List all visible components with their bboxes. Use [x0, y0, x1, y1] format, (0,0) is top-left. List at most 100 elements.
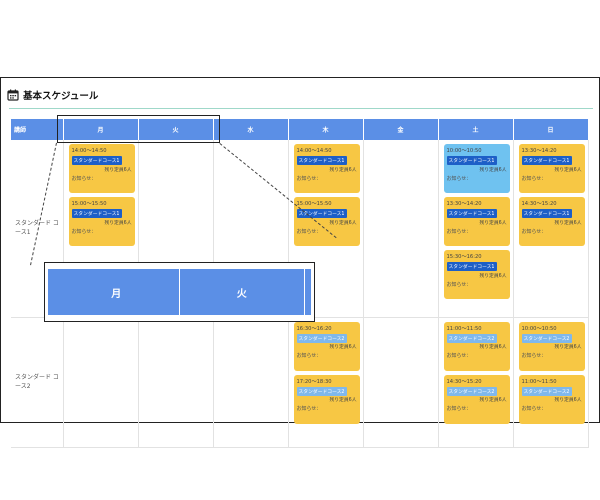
notice-label: お知らせ： [521, 406, 547, 412]
lesson-time: 13:30〜14:20 [446, 201, 482, 207]
notice-label: お知らせ： [521, 353, 547, 359]
lesson-card[interactable]: 14:00〜14:50 スタンダードコース1 残り定員6人 お知らせ： [293, 144, 360, 193]
remaining-seats: 残り定員6人 [329, 398, 357, 403]
lesson-card[interactable]: 14:30〜15:20 スタンダードコース2 残り定員6人 お知らせ： [443, 374, 510, 424]
notice-label: お知らせ： [446, 228, 472, 235]
header-wednesday: 水 [213, 119, 289, 140]
lesson-card[interactable]: 15:30〜16:20 スタンダードコース1 残り定員6人 お知らせ： [443, 250, 510, 299]
notice-label: お知らせ： [446, 353, 472, 359]
lesson-card[interactable]: 10:00〜10:50 スタンダードコース2 残り定員6人 お知らせ： [518, 321, 585, 371]
schedule-table: 講師 月 火 水 木 金 土 日 スタンダード コース1 14:00〜14:50… [11, 119, 589, 448]
course-name-2: スタンダード コース2 [11, 317, 64, 448]
remaining-seats: 残り定員6人 [479, 273, 507, 279]
cell-sun-1: 13:30〜14:20 スタンダードコース1 残り定員6人 お知らせ： 14:3… [513, 140, 589, 318]
lesson-time: 14:30〜15:20 [446, 378, 482, 385]
notice-label: お知らせ： [71, 228, 97, 235]
lesson-card[interactable]: 15:00〜15:50 スタンダードコース1 残り定員6人 お知らせ： [293, 197, 360, 246]
lesson-time: 10:00〜10:50 [446, 148, 482, 154]
remaining-seats: 残り定員6人 [479, 167, 507, 173]
remaining-seats: 残り定員6人 [329, 220, 357, 226]
cell-sat-1: 10:00〜10:50 スタンダードコース1 残り定員6人 お知らせ： 13:3… [438, 140, 514, 318]
lesson-time: 10:00〜10:50 [521, 325, 557, 332]
course-badge: スタンダードコース1 [521, 156, 572, 165]
course-badge: スタンダードコース1 [296, 156, 347, 165]
course-badge: スタンダードコース2 [446, 333, 497, 343]
zoom-tuesday: 火 [180, 269, 305, 315]
lesson-card[interactable]: 14:30〜15:20 スタンダードコース1 残り定員6人 お知らせ： [518, 197, 585, 246]
lesson-time: 15:00〜15:50 [71, 201, 107, 207]
lesson-time: 14:30〜15:20 [521, 201, 557, 207]
header-row: 講師 月 火 水 木 金 土 日 [11, 119, 589, 140]
notice-label: お知らせ： [71, 175, 97, 182]
notice-label: お知らせ： [521, 175, 547, 182]
course-row-2: スタンダード コース2 16:30〜16:20 スタンダードコース2 残り定員6… [11, 317, 589, 448]
remaining-seats: 残り定員6人 [479, 398, 507, 403]
course-badge: スタンダードコース1 [71, 156, 122, 165]
remaining-seats: 残り定員6人 [479, 220, 507, 226]
lesson-card[interactable]: 16:30〜16:20 スタンダードコース2 残り定員6人 お知らせ： [293, 321, 360, 371]
remaining-seats: 残り定員6人 [104, 167, 132, 173]
course-badge: スタンダードコース2 [296, 386, 347, 396]
cell-fri-2 [363, 317, 439, 448]
course-badge: スタンダードコース1 [446, 156, 497, 165]
cell-fri-1 [363, 140, 439, 318]
cell-sun-2: 10:00〜10:50 スタンダードコース2 残り定員6人 お知らせ： 11:0… [513, 317, 589, 448]
remaining-seats: 残り定員6人 [329, 345, 357, 350]
notice-label: お知らせ： [296, 228, 322, 235]
remaining-seats: 残り定員6人 [479, 345, 507, 350]
course-badge: スタンダードコース1 [71, 209, 122, 218]
notice-label: お知らせ： [446, 281, 472, 288]
lesson-time: 17:20〜18:30 [296, 378, 332, 385]
lesson-card[interactable]: 14:00〜14:50 スタンダードコース1 残り定員6人 お知らせ： [68, 144, 135, 193]
course-badge: スタンダードコース1 [446, 262, 497, 271]
remaining-seats: 残り定員6人 [554, 220, 582, 226]
cell-thu-2: 16:30〜16:20 スタンダードコース2 残り定員6人 お知らせ： 17:2… [288, 317, 364, 448]
remaining-seats: 残り定員6人 [329, 167, 357, 173]
course-badge: スタンダードコース1 [446, 209, 497, 218]
cell-sat-2: 11:00〜11:50 スタンダードコース2 残り定員6人 お知らせ： 14:3… [438, 317, 514, 448]
notice-label: お知らせ： [296, 353, 322, 359]
title-bar: 基本スケジュール [7, 86, 98, 104]
lesson-card[interactable]: 13:30〜14:20 スタンダードコース1 残り定員6人 お知らせ： [518, 144, 585, 193]
course-badge: スタンダードコース2 [521, 333, 572, 343]
lesson-card[interactable]: 10:00〜10:50 スタンダードコース1 残り定員6人 お知らせ： [443, 144, 510, 193]
notice-label: お知らせ： [296, 175, 322, 182]
lesson-card[interactable]: 11:00〜11:50 スタンダードコース2 残り定員6人 お知らせ： [518, 374, 585, 424]
course-badge: スタンダードコース2 [296, 333, 347, 343]
cell-thu-1: 14:00〜14:50 スタンダードコース1 残り定員6人 お知らせ： 15:0… [288, 140, 364, 318]
course-badge: スタンダードコース2 [521, 386, 572, 396]
zoom-edge-left [48, 269, 54, 315]
lesson-time: 14:00〜14:50 [296, 148, 332, 154]
header-teacher: 講師 [11, 119, 64, 140]
header-thursday: 木 [288, 119, 364, 140]
remaining-seats: 残り定員6人 [554, 167, 582, 173]
header-friday: 金 [363, 119, 439, 140]
zoom-monday: 月 [54, 269, 180, 315]
lesson-card[interactable]: 13:30〜14:20 スタンダードコース1 残り定員6人 お知らせ： [443, 197, 510, 246]
zoom-highlight-frame [57, 115, 220, 143]
header-saturday: 土 [438, 119, 514, 140]
notice-label: お知らせ： [521, 228, 547, 235]
title-divider [9, 108, 593, 109]
lesson-time: 15:00〜15:50 [296, 201, 332, 207]
notice-label: お知らせ： [446, 406, 472, 412]
cell-tue-2 [138, 317, 214, 448]
notice-label: お知らせ： [446, 175, 472, 182]
zoom-header-strip: 月 火 [48, 269, 311, 315]
page-title: 基本スケジュール [23, 91, 99, 102]
lesson-card[interactable]: 15:00〜15:50 スタンダードコース1 残り定員6人 お知らせ： [68, 197, 135, 246]
lesson-time: 14:00〜14:50 [71, 148, 107, 154]
notice-label: お知らせ： [296, 406, 322, 412]
course-badge: スタンダードコース1 [296, 209, 347, 218]
zoom-edge-right [305, 269, 311, 315]
lesson-card[interactable]: 17:20〜18:30 スタンダードコース2 残り定員6人 お知らせ： [293, 374, 360, 424]
calendar-icon [7, 89, 19, 101]
lesson-time: 11:00〜11:50 [446, 325, 482, 332]
zoom-callout: 月 火 [44, 262, 315, 322]
lesson-time: 15:30〜16:20 [446, 254, 482, 260]
lesson-time: 13:30〜14:20 [521, 148, 557, 154]
header-monday: 月 [63, 119, 139, 140]
course-badge: スタンダードコース1 [521, 209, 572, 218]
lesson-card[interactable]: 11:00〜11:50 スタンダードコース2 残り定員6人 お知らせ： [443, 321, 510, 371]
cell-wed-2 [213, 317, 289, 448]
